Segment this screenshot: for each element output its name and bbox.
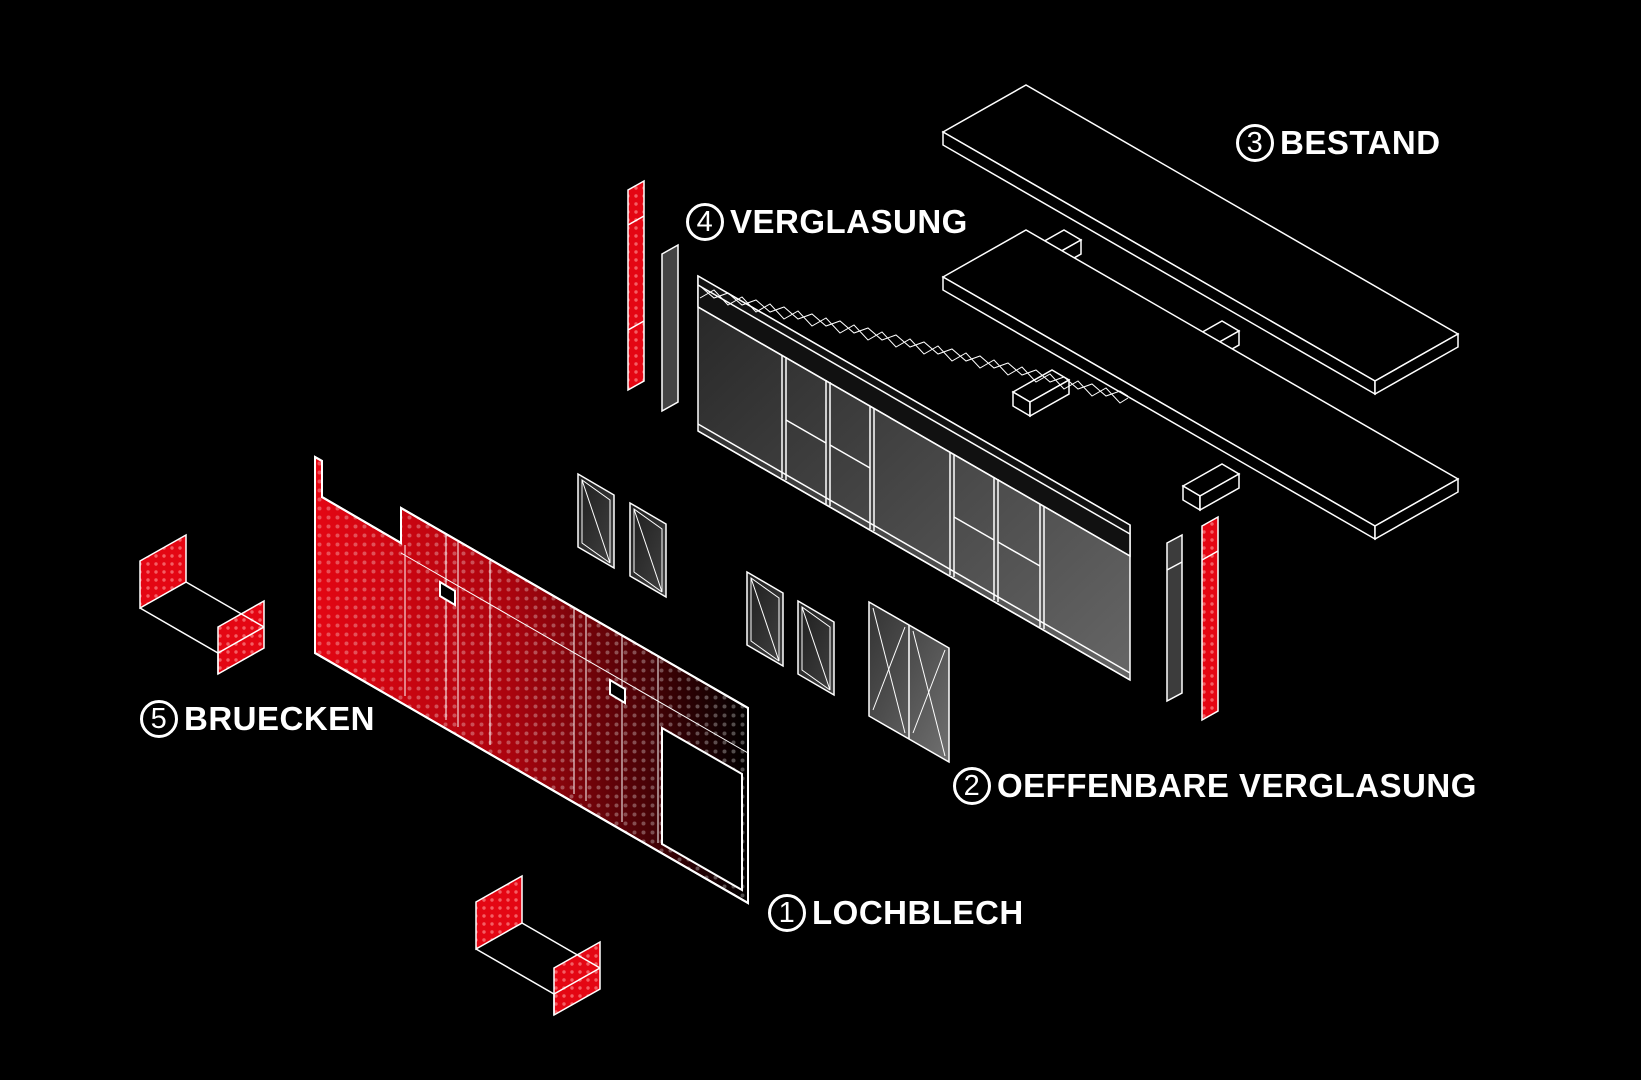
bestand-upper-slab xyxy=(941,84,1460,396)
label-verglasung-text: VERGLASUNG xyxy=(730,203,968,240)
number-badge-2: 2 xyxy=(953,767,991,805)
label-oeffenbare-text: OEFFENBARE VERGLASUNG xyxy=(997,767,1477,804)
label-lochblech-text: LOCHBLECH xyxy=(812,894,1024,931)
label-bestand-text: BESTAND xyxy=(1280,124,1441,161)
bestand-lower-slab xyxy=(941,229,1460,541)
oeffenbare-verglasung-windows xyxy=(577,472,950,764)
bruecken-lower xyxy=(475,874,601,1017)
verglasung-profile-left xyxy=(627,179,679,413)
label-bruecken: 5 BRUECKEN xyxy=(140,700,375,738)
label-bestand: 3 BESTAND xyxy=(1236,124,1441,162)
label-lochblech: 1 LOCHBLECH xyxy=(768,894,1024,932)
verglasung-main-frame xyxy=(697,274,1131,682)
label-bruecken-text: BRUECKEN xyxy=(184,700,376,737)
number-badge-4: 4 xyxy=(686,203,724,241)
lochblech-panel xyxy=(314,455,749,905)
verglasung-profile-right xyxy=(1166,515,1219,722)
number-badge-3: 3 xyxy=(1236,124,1274,162)
label-verglasung: 4 VERGLASUNG xyxy=(686,203,968,241)
label-oeffenbare-verglasung: 2 OEFFENBARE VERGLASUNG xyxy=(953,767,1477,805)
bruecken-upper xyxy=(139,533,265,676)
number-badge-5: 5 xyxy=(140,700,178,738)
number-badge-1: 1 xyxy=(768,894,806,932)
